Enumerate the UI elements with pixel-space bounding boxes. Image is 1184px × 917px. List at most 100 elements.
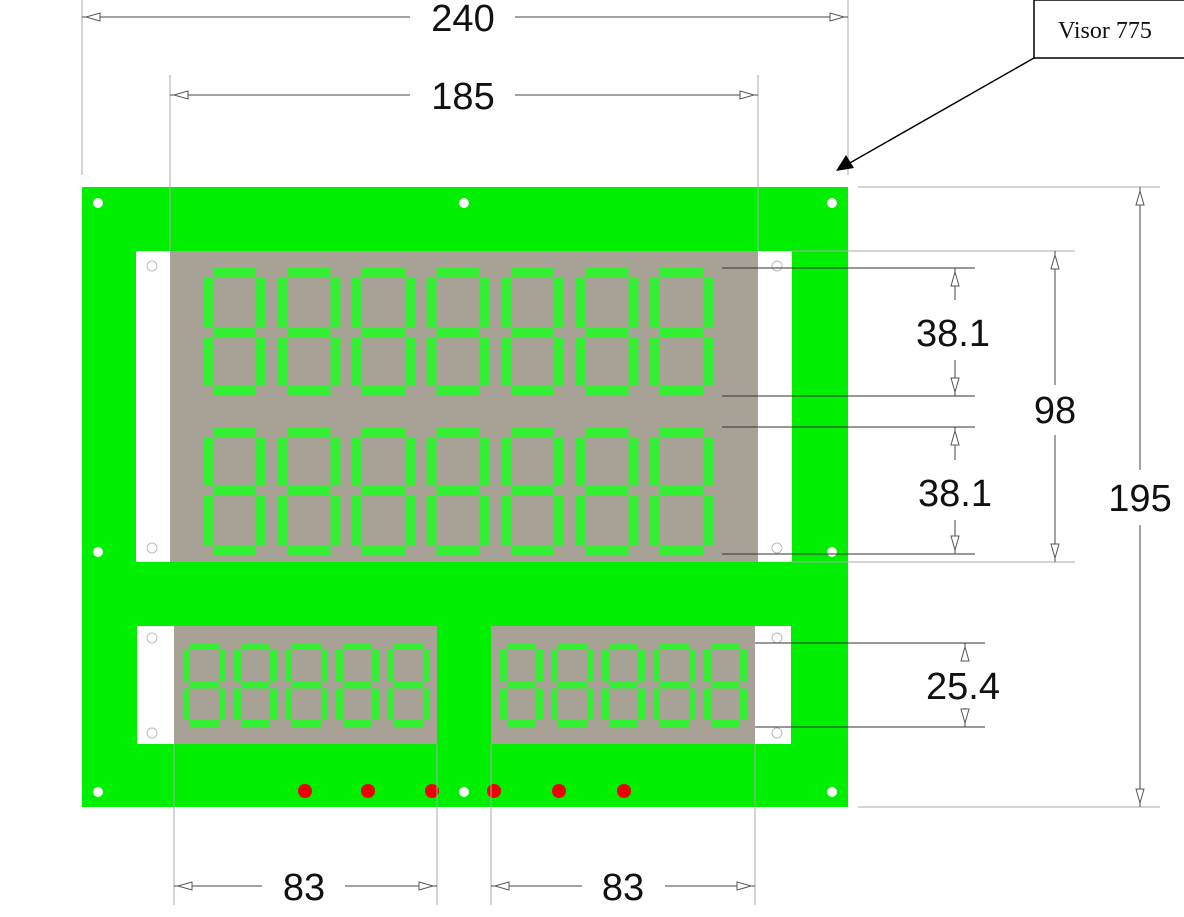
digit-segment (256, 278, 266, 327)
digit-segment (287, 386, 331, 396)
digit-segment (575, 437, 586, 486)
dim-lower-left-width: 83 (283, 867, 325, 909)
digit-segment (511, 386, 554, 396)
digit-segment (479, 496, 490, 545)
digit-segment (426, 337, 437, 386)
mounting-holes (93, 198, 837, 797)
digit-segment (336, 688, 343, 720)
digit-segment (587, 688, 594, 720)
digit-segment (585, 427, 629, 437)
digit-segment (436, 427, 480, 437)
digit-segment (660, 545, 703, 555)
lower-right-display-digits (500, 643, 747, 727)
digit-segment (711, 681, 740, 689)
dim-row-2-digit-height: 38.1 (918, 473, 992, 515)
digit-segment (711, 643, 740, 650)
digit-segment (650, 496, 660, 545)
digit-segment (704, 688, 711, 720)
digit-segment (660, 486, 703, 496)
lower-left-strip (137, 626, 174, 744)
strip-hole (146, 727, 158, 739)
dim-row-1-digit-height: 38.1 (916, 313, 990, 355)
seven-segment-digit (336, 643, 379, 727)
digit-segment (585, 545, 629, 555)
digit-segment (330, 337, 341, 386)
digit-segment (362, 268, 405, 278)
digit-segment (507, 681, 536, 689)
digit-segment (321, 688, 328, 720)
digit-segment (660, 268, 703, 278)
digit-segment (423, 650, 430, 682)
digit-segment (436, 486, 480, 496)
digit-segment (256, 337, 266, 386)
digit-segment (575, 278, 586, 327)
strip-hole (146, 542, 158, 554)
digit-segment (213, 386, 256, 396)
extension-lines (81, 0, 1160, 905)
strip-hole (771, 542, 783, 554)
seven-segment-digit (500, 643, 543, 727)
digit-segment (507, 643, 536, 650)
seven-segment-digit (501, 268, 564, 396)
digit-segment (213, 327, 256, 337)
digit-segment (190, 720, 219, 727)
digit-segment (234, 650, 241, 682)
digit-segment (330, 278, 341, 327)
dim-lower-digit-height: 25.4 (926, 666, 1000, 708)
digit-segment (740, 688, 747, 720)
seven-segment-digit (551, 643, 594, 727)
mounting-hole (459, 198, 469, 208)
digit-segment (426, 496, 437, 545)
digit-segment (277, 437, 288, 486)
digit-segment (362, 486, 405, 496)
digit-segment (703, 337, 713, 386)
digit-segment (554, 496, 564, 545)
digit-segment (277, 337, 288, 386)
mounting-hole (93, 198, 103, 208)
upper-display-row-1 (203, 268, 713, 396)
seven-segment-digit (653, 643, 696, 727)
indicator-led (425, 784, 439, 798)
digit-segment (554, 337, 564, 386)
digit-segment (585, 486, 629, 496)
digit-segment (292, 643, 321, 650)
digit-segment (511, 427, 554, 437)
seven-segment-digit (234, 643, 277, 727)
digit-segment (704, 650, 711, 682)
digit-segment (511, 327, 554, 337)
dimension-arrowheads (84, 12, 1145, 891)
dim-lower-right-width: 83 (602, 867, 644, 909)
digit-segment (511, 545, 554, 555)
digit-segment (330, 496, 341, 545)
strip-hole (771, 727, 783, 739)
digit-segment (405, 437, 415, 486)
callout-leader (847, 57, 1035, 165)
digit-segment (394, 681, 423, 689)
digit-segment (343, 681, 372, 689)
digit-segment (650, 337, 660, 386)
upper-right-strip (758, 251, 792, 562)
digit-segment (219, 688, 226, 720)
digit-segment (660, 427, 703, 437)
digit-segment (660, 643, 689, 650)
mounting-hole (93, 547, 103, 557)
digit-segment (511, 268, 554, 278)
digit-segment (501, 278, 511, 327)
digit-segment (285, 650, 292, 682)
digit-segment (387, 650, 394, 682)
digit-segment (203, 337, 213, 386)
digit-segment (292, 720, 321, 727)
digit-segment (660, 386, 703, 396)
callout-box (1033, 0, 1184, 59)
digit-segment (213, 268, 256, 278)
seven-segment-digit (575, 268, 639, 396)
digit-segment (479, 437, 490, 486)
seven-segment-digit (277, 268, 341, 396)
seven-segment-digit (387, 643, 430, 727)
digit-segment (285, 688, 292, 720)
upper-left-strip (136, 251, 170, 562)
seven-segment-digit (203, 427, 266, 555)
digit-segment (500, 650, 507, 682)
seven-segment-digit (650, 427, 713, 555)
